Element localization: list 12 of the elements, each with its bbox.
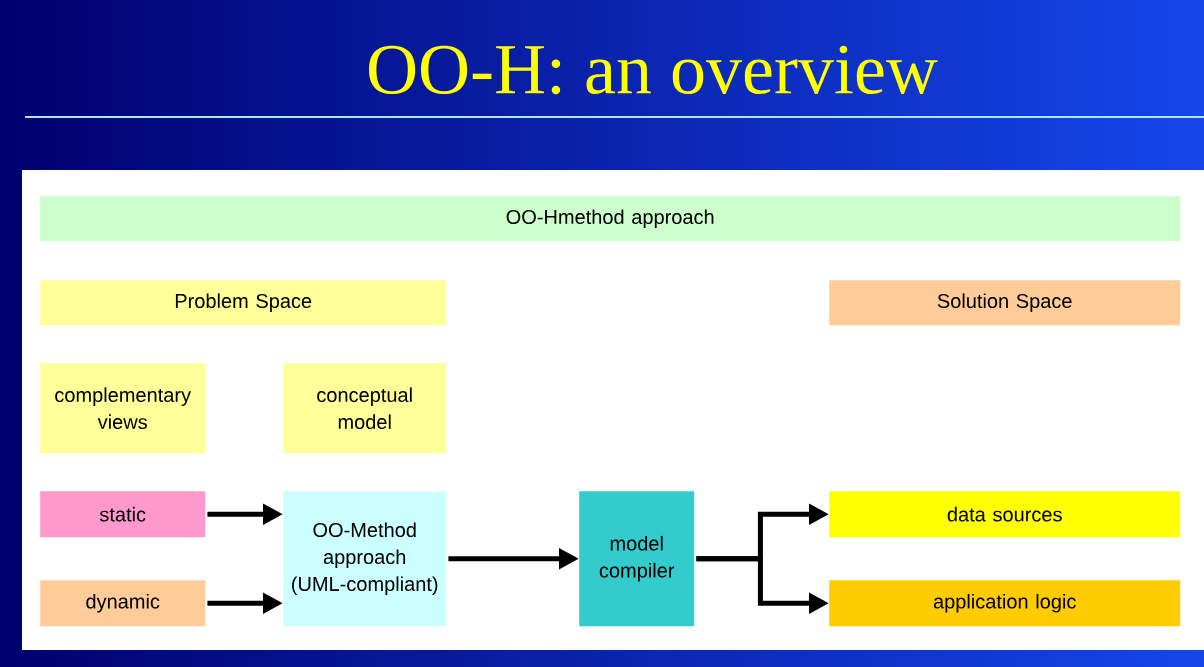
label-box: conceptual model bbox=[283, 363, 447, 454]
label-box: complementary views bbox=[40, 363, 206, 454]
label-box: OO-Hmethod approach bbox=[40, 196, 1181, 242]
label-box: dynamic bbox=[40, 580, 206, 627]
label-box: OO-Method approach (UML-compliant) bbox=[283, 491, 447, 627]
label-box: data sources bbox=[829, 491, 1181, 538]
label-box: model compiler bbox=[579, 491, 695, 627]
label-box: Problem Space bbox=[40, 280, 447, 326]
label-box: static bbox=[40, 491, 206, 538]
label-box: application logic bbox=[829, 580, 1181, 627]
slide-title: OO-H: an overview bbox=[369, 45, 938, 95]
label-box: Solution Space bbox=[829, 280, 1181, 326]
